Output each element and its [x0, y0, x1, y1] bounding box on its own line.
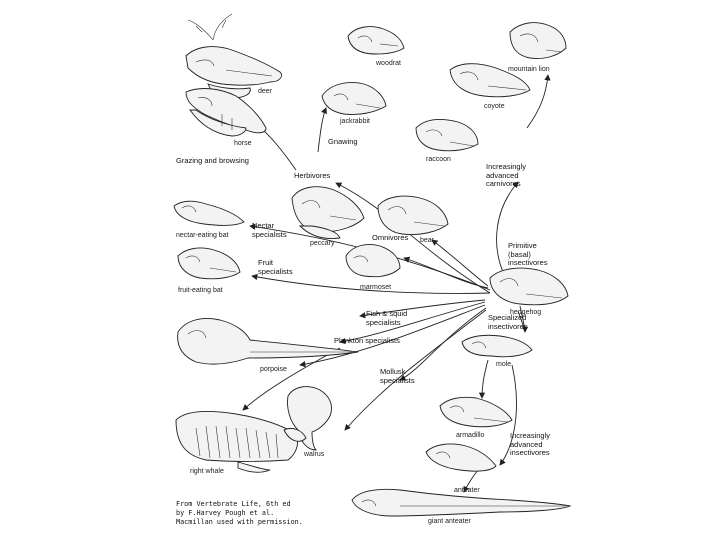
arrows: [242, 74, 551, 493]
group-carnivores: Increasingly advanced carnivores: [486, 162, 527, 189]
group-fruit: Fruit specialists: [258, 258, 293, 276]
bear-skull: [377, 195, 449, 235]
arrow-to-mollusk: [399, 307, 487, 381]
label-mountain-lion: mountain lion: [508, 66, 550, 73]
group-fish: Fish & squid specialists: [366, 309, 408, 327]
group-grazing: Grazing and browsing: [176, 156, 249, 165]
label-giant-anteater: giant anteater: [428, 518, 471, 525]
marmoset-skull: [345, 244, 401, 278]
label-coyote: coyote: [484, 103, 505, 110]
giant-anteater-skull: [351, 488, 572, 517]
group-plankton: Plankton specialists: [334, 336, 400, 345]
nectar-bat-skull: [173, 200, 245, 226]
group-primitive: Primitive (basal) insectivores: [508, 241, 548, 268]
group-mollusk: Mollusk specialists: [380, 367, 415, 385]
porpoise-skull: [177, 318, 359, 365]
label-porpoise: porpoise: [260, 366, 287, 373]
credit-text: From Vertebrate Life, 6th ed by F.Harvey…: [176, 500, 303, 526]
peccary-skull: [291, 186, 365, 239]
label-woodrat: woodrat: [376, 60, 401, 67]
arrow-to-fruit: [251, 273, 491, 294]
credit-line-1: From Vertebrate Life, 6th ed: [176, 500, 291, 508]
arrow-to-omnivores-1: [431, 239, 489, 287]
label-mole: mole: [496, 361, 512, 368]
group-herbivores: Herbivores: [294, 171, 331, 180]
arrow-to-giant-anteater: [463, 469, 479, 493]
group-omnivores: Omnivores: [372, 233, 409, 242]
arrow-to-armadillo: [478, 359, 489, 399]
label-raccoon: raccoon: [426, 156, 451, 163]
arrow-to-fish: [359, 299, 486, 319]
anteater-skull: [425, 443, 497, 472]
label-bear: bear: [420, 237, 435, 244]
mole-skull: [461, 334, 533, 358]
credit-line-3: Macmillan used with permission.: [176, 517, 303, 526]
walrus-skull: [283, 386, 332, 451]
group-specialized: Specialized insectivores: [488, 313, 528, 331]
label-horse: horse: [234, 140, 252, 147]
label-right-whale: right whale: [190, 468, 224, 475]
group-nectar: Nectar specialists: [252, 221, 287, 239]
arrow-to-mountain-lion: [526, 74, 551, 129]
group-gnawing: Gnawing: [328, 137, 358, 146]
arrow-to-carnivores: [496, 181, 519, 273]
label-fruit-bat: fruit-eating bat: [178, 287, 223, 294]
label-jackrabbit: jackrabbit: [340, 118, 370, 125]
fruit-bat-skull: [177, 247, 241, 280]
armadillo-skull: [439, 396, 513, 428]
label-deer: deer: [258, 88, 273, 95]
label-hedgehog: hedgehog: [510, 309, 542, 316]
arrow-to-anteater: [499, 364, 517, 466]
group-advanced-insectivores: Increasingly advanced insectivores: [510, 431, 551, 458]
arrow-to-omnivores-2: [403, 256, 489, 289]
label-nectar-bat: nectar-eating bat: [176, 232, 229, 239]
label-peccary: peccary: [310, 240, 335, 247]
arrow-to-gnawing: [317, 107, 327, 153]
label-marmoset: marmoset: [360, 284, 392, 291]
woodrat-skull: [347, 26, 405, 55]
arrow-to-plankton: [339, 301, 486, 345]
jackrabbit-skull: [321, 82, 387, 115]
coyote-skull: [449, 63, 531, 98]
arrow-to-porpoise: [299, 304, 486, 368]
raccoon-skull: [415, 119, 479, 152]
label-walrus: walrus: [304, 451, 325, 458]
hedgehog-skull: [489, 267, 569, 306]
credit-line-2: by F.Harvey Pough et al.: [176, 508, 275, 517]
arrow-to-mole: [517, 311, 526, 333]
mountain-lion-skull: [509, 22, 567, 59]
right-whale-skull: [175, 411, 299, 473]
horse-skull: [185, 88, 267, 137]
label-armadillo: armadillo: [456, 432, 485, 439]
arrow-to-walrus: [344, 309, 487, 431]
deer-skull: [185, 13, 282, 99]
label-anteater: anteater: [454, 487, 480, 494]
